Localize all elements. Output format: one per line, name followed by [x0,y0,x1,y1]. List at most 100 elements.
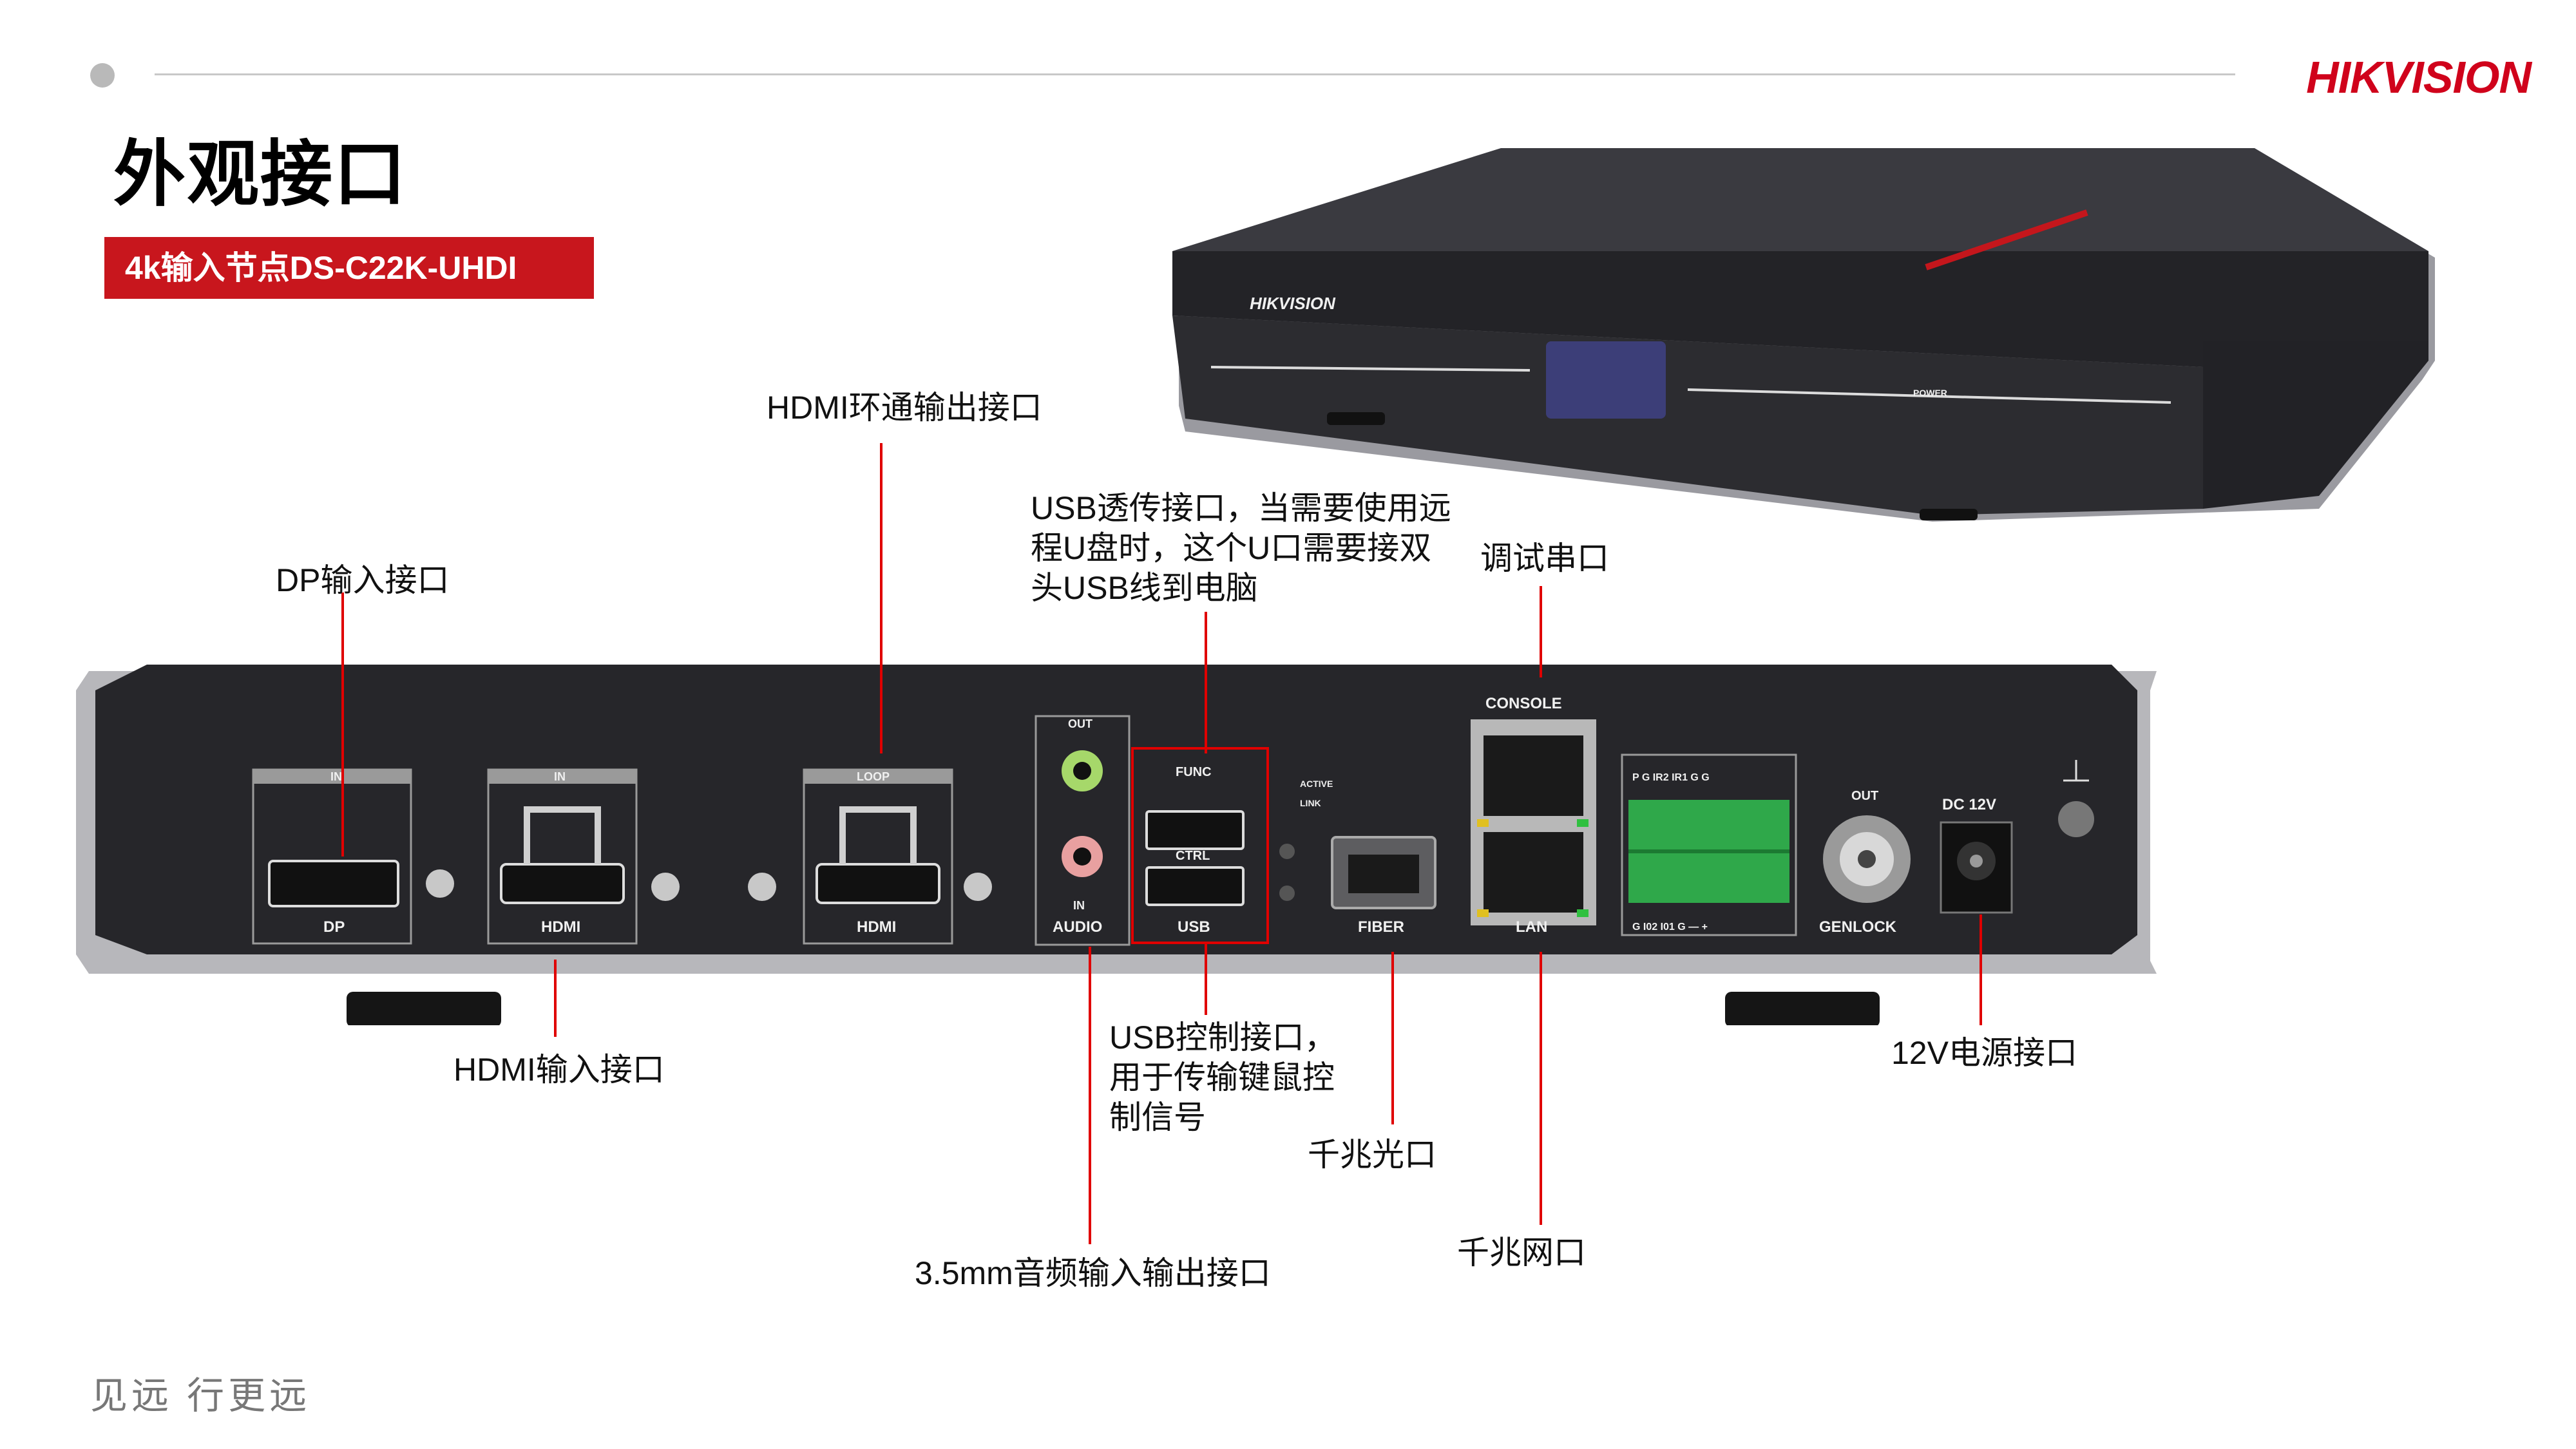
terminal-top-label: P G IR2 IR1 G G [1632,772,1710,783]
ann-usb-ctrl-line3: 制信号 [1109,1099,1206,1135]
ann-usb-ctrl: USB控制接口， 用于传输键鼠控 制信号 [1109,1018,1337,1137]
hdmi-in-lock-bracket [524,806,601,864]
hdmi-in-port-header [488,770,636,784]
lan-rj45-socket [1484,832,1583,913]
usb-highlight-box [1131,747,1269,944]
hdmi-in-top-label: IN [554,770,566,783]
ann-lan: 千兆网口 [1457,1235,1586,1271]
audio-bottom-label: AUDIO [1053,918,1102,936]
audio-out-label: OUT [1068,717,1092,730]
ann-line-usb-pass [1205,612,1207,753]
rear-panel-body [95,665,2137,954]
device-front-trim-left [1210,366,1531,372]
hdmi-in-bottom-label: HDMI [541,918,580,936]
device-front-face [1172,251,2428,367]
header-dot [90,63,115,88]
footer-slogan: 见远 行更远 [90,1375,311,1417]
device-top-face [1172,148,2428,251]
active-led [1279,844,1295,859]
usb-ctrl-socket [1145,866,1245,906]
page-title: 外观接口 [113,134,407,214]
hdmi-in-screw-right [651,873,680,901]
ann-dp-in: DP输入接口 [276,562,450,598]
device-side-face [2203,341,2428,509]
ann-line-hdmi-loop [880,443,883,753]
ann-line-hdmi-in [554,960,557,1037]
ann-fiber: 千兆光口 [1308,1137,1436,1173]
ann-line-dp [341,592,344,857]
fiber-label: FIBER [1358,918,1404,936]
link-label: LINK [1300,798,1321,808]
dc-label: DC 12V [1942,796,1996,813]
audio-in-label: IN [1073,899,1085,912]
console-label: CONSOLE [1485,695,1562,712]
console-led-yellow [1477,819,1489,827]
ann-usb-ctrl-line1: USB控制接口， [1109,1019,1337,1056]
ann-line-audio [1089,947,1091,1244]
dc-jack-pin [1970,855,1983,867]
ann-line-lan [1540,952,1542,1225]
device-front-logo: HIKVISION [1250,294,1336,313]
device-display-screen [1546,341,1666,419]
loop-top-label: LOOP [857,770,890,783]
lan-led-yellow [1477,909,1489,917]
genlock-bnc-pin [1858,850,1876,868]
hikvision-logo: HIKVISION [2306,52,2532,103]
fiber-sfp-slot [1348,855,1419,893]
ann-usb-pass-line2: 程U盘时，这个U口需要接双 [1031,530,1432,566]
genlock-out-label: OUT [1851,789,1878,803]
console-rj45-socket [1484,735,1583,816]
ann-usb-pass-line3: 头USB线到电脑 [1031,570,1258,606]
loop-bottom-label: HDMI [857,918,896,936]
rear-foot-right [1725,992,1880,1025]
logo-left-text: HIK [2306,52,2383,102]
lan-label: LAN [1516,918,1547,936]
device-foot-left [1327,412,1385,425]
active-label: ACTIVE [1300,779,1333,789]
device-foot-right [1920,509,1978,520]
loop-port-header [804,770,952,784]
ann-line-usb-ctrl [1205,943,1207,1015]
usb-ctrl-label: CTRL [1176,849,1210,863]
link-led [1279,886,1295,901]
device-front-trim-right [1687,388,2171,404]
dp-bottom-label: DP [323,918,345,936]
ann-line-fiber [1391,952,1394,1124]
logo-right-text: VISION [2381,52,2532,102]
terminal-frame [1621,753,1797,936]
loop-lock-bracket [839,806,917,864]
header-divider [155,73,2235,75]
device-lower-face [1172,316,2203,515]
console-led-green [1577,819,1589,827]
usb-func-socket [1145,810,1245,850]
ann-console: 调试串口 [1480,540,1609,576]
loop-screw-right [964,873,992,901]
loop-socket [816,863,940,904]
terminal-bottom-label: G I02 I01 G — + [1632,922,1708,933]
ann-usb-ctrl-line2: 用于传输键鼠控 [1109,1059,1335,1095]
device-power-label: POWER [1913,388,1947,398]
ann-audio: 3.5mm音频输入输出接口 [915,1255,1271,1291]
ann-power: 12V电源接口 [1891,1035,2077,1071]
ann-usb-pass-line1: USB透传接口，当需要使用远 [1031,490,1451,526]
device-rear-panel: IN DP IN HDMI LOOP HDMI OUT IN AUDIO FUN… [76,665,2157,1025]
audio-in-hole [1073,848,1091,866]
dp-port-socket [268,860,399,907]
hdmi-in-screw-left [426,869,454,898]
hdmi-in-socket [500,863,625,904]
ann-hdmi-in: HDMI输入接口 [453,1052,665,1088]
device-front-image: HIKVISION POWER [1172,148,2435,522]
usb-bottom-label: USB [1178,918,1210,936]
lan-led-green [1577,909,1589,917]
audio-port-frame [1035,715,1131,946]
genlock-label: GENLOCK [1819,918,1897,936]
dp-top-label: IN [330,770,342,783]
model-badge: 4k输入节点DS-C22K-UHDI [104,237,594,299]
loop-screw-left [748,873,776,901]
usb-func-label: FUNC [1176,765,1212,779]
dp-port-header [253,770,411,784]
ann-usb-pass: USB透传接口，当需要使用远 程U盘时，这个U口需要接双 头USB线到电脑 [1031,488,1451,608]
audio-out-hole [1073,762,1091,780]
ground-screw [2058,801,2094,837]
ann-line-console [1540,586,1542,677]
